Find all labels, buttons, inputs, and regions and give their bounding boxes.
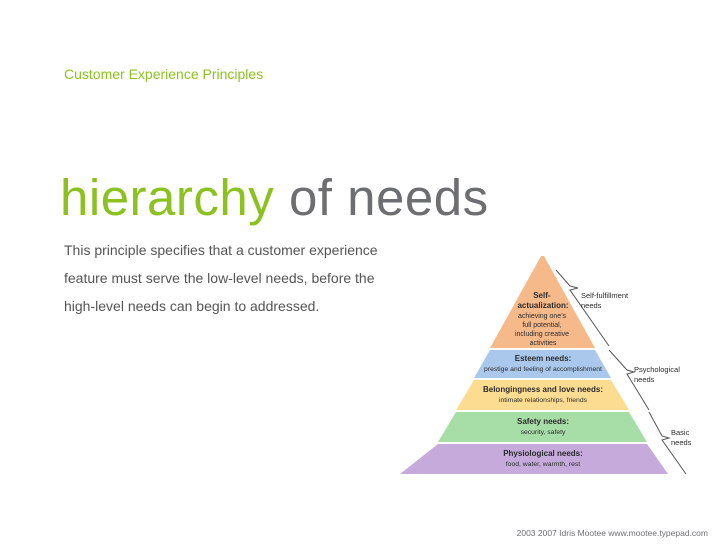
tier3-desc: intimate relationships, friends xyxy=(499,397,588,404)
bracket2-line2: needs xyxy=(634,375,655,384)
tier4-desc: security, safety xyxy=(521,429,566,436)
tier-belongingness xyxy=(456,380,629,410)
svg-text:Psychological needs: Psychological needs xyxy=(634,365,682,384)
tier4-title: Safety needs: xyxy=(517,417,569,426)
bracket3-line1: Basic xyxy=(671,428,690,437)
tier1-title-b: actualization: xyxy=(517,301,568,310)
maslow-pyramid-diagram: Self- actualization: achieving one's ful… xyxy=(396,250,706,481)
tier-esteem xyxy=(474,350,611,378)
tier1-desc-4: activities xyxy=(530,340,557,347)
title-highlight: hierarchy xyxy=(60,169,275,226)
bracket-basic xyxy=(648,411,687,475)
page-title: hierarchy of needs xyxy=(60,168,489,228)
pyramid-svg: Self- actualization: achieving one's ful… xyxy=(400,256,692,475)
tier1-desc-1: achieving one's xyxy=(518,313,567,320)
bracket1-line2: needs xyxy=(581,301,602,310)
tier2-title: Esteem needs: xyxy=(515,354,571,363)
svg-text:Basic needs: Basic needs xyxy=(671,428,692,447)
section-kicker: Customer Experience Principles xyxy=(64,66,264,82)
bracket-psychological xyxy=(608,349,650,411)
tier1-desc-3: including creative xyxy=(515,331,569,338)
copyright-credit: 2003 2007 Idris Mootee www.mootee.typepa… xyxy=(516,528,708,538)
svg-text:Self-fulfillment needs: Self-fulfillment needs xyxy=(581,291,630,310)
tier3-title: Belongingness and love needs: xyxy=(483,385,603,394)
tier5-title: Physiological needs: xyxy=(503,449,583,458)
bracket3-line2: needs xyxy=(671,438,692,447)
svg-text:achieving one's full pot: achieving one's full potential, includin… xyxy=(515,313,571,347)
tier2-desc: prestige and feeling of accomplishment xyxy=(484,366,602,373)
title-rest: of needs xyxy=(288,169,489,226)
bracket-self-fulfillment xyxy=(555,269,610,347)
tier-physiological xyxy=(400,444,668,474)
principle-description: This principle specifies that a customer… xyxy=(64,242,378,314)
bracket1-line1: Self-fulfillment xyxy=(581,291,629,300)
svg-text:Self- actualization:: Self- actualization: xyxy=(517,291,568,310)
tier1-title-a: Self- xyxy=(533,291,551,300)
tier1-desc-2: full potential, xyxy=(522,322,561,329)
bracket2-line1: Psychological xyxy=(634,365,680,374)
tier-self-actualization xyxy=(490,256,595,348)
tier-safety xyxy=(438,412,647,442)
tier5-desc: food, water, warmth, rest xyxy=(506,461,581,468)
